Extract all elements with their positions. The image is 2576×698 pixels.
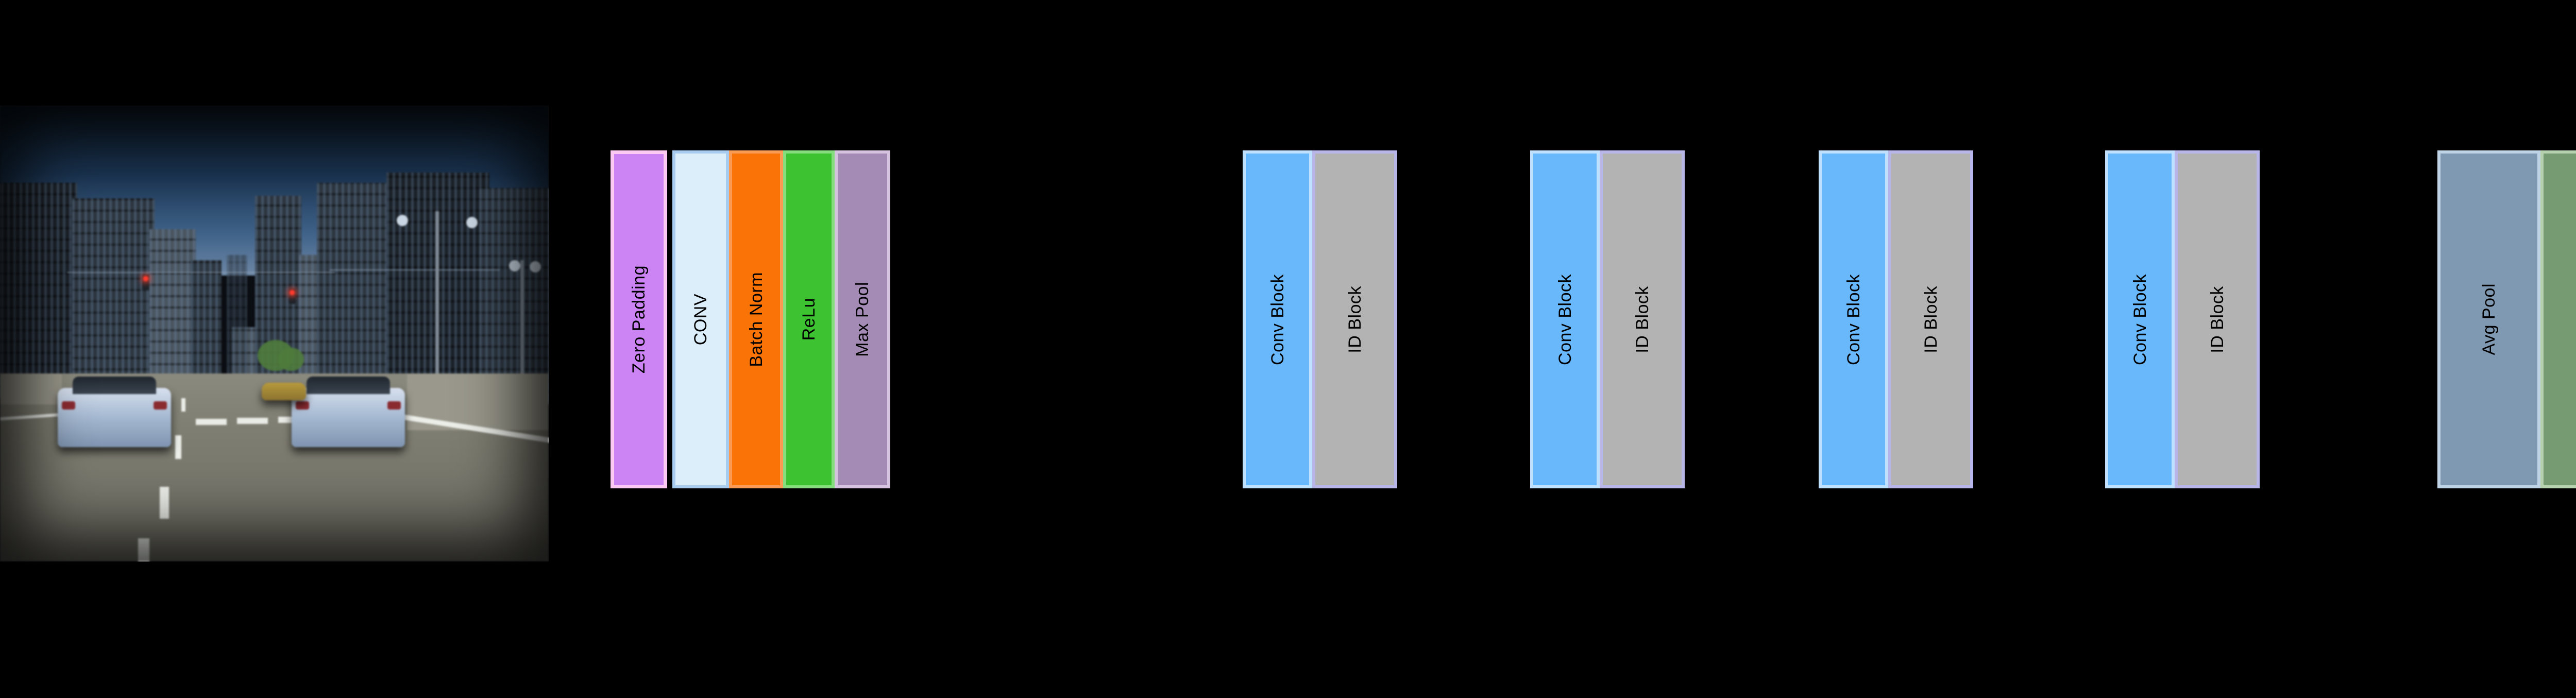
- street-lamp-globe-1: [397, 215, 408, 226]
- crosswalk-stripe-1: [196, 419, 227, 425]
- scene-render: [0, 106, 549, 561]
- block-label: ID Block: [2207, 285, 2227, 353]
- sidewalk-left: [0, 373, 62, 404]
- overhead-wire-2: [330, 269, 500, 270]
- building-right-3: [317, 183, 392, 399]
- block-flattening[interactable]: Flattening: [2540, 150, 2576, 488]
- lane-marking-dash-2: [175, 435, 181, 459]
- block-label: Batch Norm: [746, 271, 766, 367]
- tail-light-left: [296, 401, 309, 410]
- lane-marking-dash-4: [138, 538, 149, 561]
- block-id-block-2[interactable]: ID Block: [1600, 150, 1685, 488]
- block-label: Conv Block: [1555, 274, 1575, 365]
- block-label: Conv Block: [1267, 274, 1287, 365]
- block-label: ID Block: [1632, 285, 1652, 353]
- tail-light-left: [62, 401, 75, 410]
- street-lamp-pole-far-right: [520, 260, 524, 404]
- overhead-wire-1: [67, 272, 335, 273]
- traffic-light-right: [289, 288, 296, 304]
- block-relu[interactable]: ReLu: [783, 150, 835, 488]
- tail-light-right: [387, 401, 401, 410]
- block-id-block-3[interactable]: ID Block: [1888, 150, 1973, 488]
- block-avg-pool[interactable]: Avg Pool: [2437, 150, 2540, 488]
- block-conv[interactable]: CONV: [672, 150, 729, 488]
- block-label: ID Block: [1345, 285, 1365, 353]
- lane-marking-dash-1: [181, 398, 185, 412]
- street-lamp-globe-3: [509, 260, 520, 271]
- block-label: Zero Padding: [629, 265, 649, 374]
- building-left-3: [149, 229, 196, 399]
- building-left-1: [0, 183, 77, 399]
- block-id-block-1[interactable]: ID Block: [1312, 150, 1397, 488]
- vehicle-roof: [306, 377, 391, 394]
- block-id-block-4[interactable]: ID Block: [2175, 150, 2260, 488]
- crosswalk-stripe-2: [237, 418, 268, 424]
- block-label: CONV: [691, 293, 710, 346]
- building-right-5: [479, 188, 549, 404]
- block-label: Conv Block: [1843, 274, 1863, 365]
- lane-marking-dash-3: [160, 487, 169, 519]
- traffic-light-red-lamp: [143, 276, 148, 281]
- building-left-2: [72, 198, 155, 404]
- tail-light-right: [154, 401, 167, 410]
- traffic-light-left: [142, 275, 149, 290]
- vehicle-roof: [72, 377, 157, 394]
- block-label: Conv Block: [2130, 274, 2150, 365]
- input-camera-image: [0, 106, 549, 561]
- block-conv-block-2[interactable]: Conv Block: [1530, 150, 1600, 488]
- block-label: ID Block: [1921, 285, 1941, 353]
- tree-canopy-2: [278, 348, 304, 371]
- street-lamp-pole-right: [435, 211, 439, 417]
- block-conv-block-4[interactable]: Conv Block: [2105, 150, 2175, 488]
- traffic-light-red-lamp: [290, 290, 295, 295]
- block-label: Max Pool: [853, 282, 872, 357]
- vehicle-left: [58, 377, 171, 447]
- block-label: Avg Pool: [2479, 283, 2499, 355]
- block-batch-norm[interactable]: Batch Norm: [729, 150, 783, 488]
- block-conv-block-3[interactable]: Conv Block: [1819, 150, 1888, 488]
- block-label: ReLu: [799, 298, 819, 341]
- vehicle-distant-yellow: [262, 383, 306, 400]
- block-zero-padding[interactable]: Zero Padding: [611, 150, 667, 488]
- street-lamp-globe-2: [466, 217, 478, 228]
- image-vignette: [0, 106, 549, 561]
- street-lamp-globe-4: [530, 261, 541, 273]
- vehicle-right: [292, 377, 405, 447]
- block-max-pool[interactable]: Max Pool: [835, 150, 890, 488]
- block-conv-block-1[interactable]: Conv Block: [1243, 150, 1312, 488]
